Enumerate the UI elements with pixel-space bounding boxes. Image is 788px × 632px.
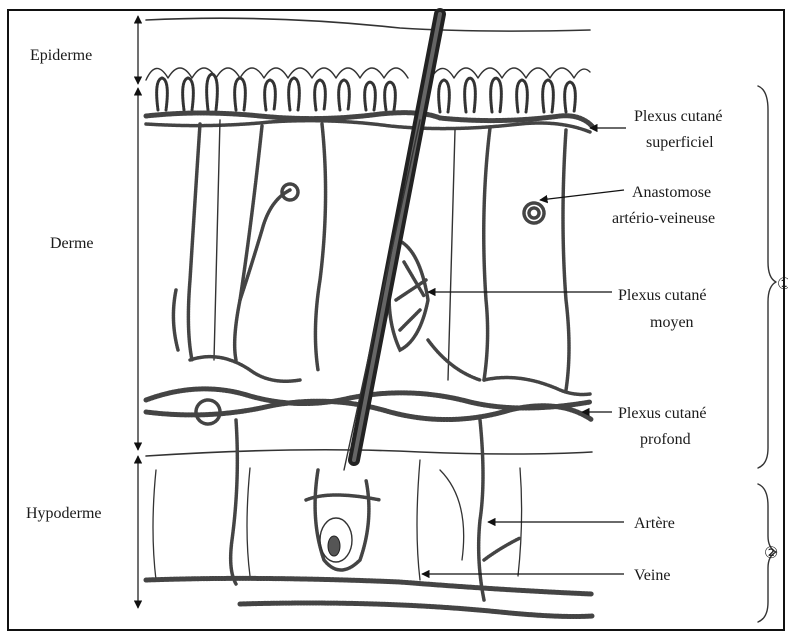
hypodermis-boundary <box>146 450 592 456</box>
label-plexus-superficiel-2: superficiel <box>646 134 714 151</box>
hypodermis-artery <box>479 420 484 600</box>
right-labels: Plexus cutané superficiel Anastomose art… <box>422 108 722 584</box>
label-plexus-profond-1: Plexus cutané <box>618 405 706 422</box>
label-plexus-superficiel-1: Plexus cutané <box>634 108 722 125</box>
label-plexus-profond-2: profond <box>640 431 691 448</box>
label-epiderme: Epiderme <box>30 47 92 64</box>
arteriovenous-anastomosis <box>524 203 544 223</box>
label-hypoderme: Hypoderme <box>26 505 102 522</box>
label-anastomose-2: artério-veineuse <box>612 210 715 227</box>
label-anastomose-1: Anastomose <box>632 184 711 201</box>
dermal-papillae <box>157 74 576 112</box>
label-artere: Artère <box>634 515 675 532</box>
epidermis-wave-right <box>430 68 590 80</box>
skin-illustration <box>146 14 592 617</box>
hypodermis-vein-trunk <box>146 578 592 594</box>
brace-group1 <box>758 86 776 468</box>
skin-surface-line <box>146 18 590 31</box>
superficial-plexus-vessel-2 <box>146 121 590 132</box>
label-derme: Derme <box>50 235 94 252</box>
layer-labels: Epiderme Derme Hypoderme <box>26 16 138 608</box>
label-plexus-moyen-1: Plexus cutané <box>618 287 706 304</box>
hypodermis-artery-trunk <box>240 603 592 617</box>
arrow-anastomose <box>540 190 624 200</box>
label-veine: Veine <box>634 567 670 584</box>
label-plexus-moyen-2: moyen <box>650 314 694 331</box>
label-group1: ① <box>777 276 788 293</box>
label-group2: ② <box>764 545 778 562</box>
